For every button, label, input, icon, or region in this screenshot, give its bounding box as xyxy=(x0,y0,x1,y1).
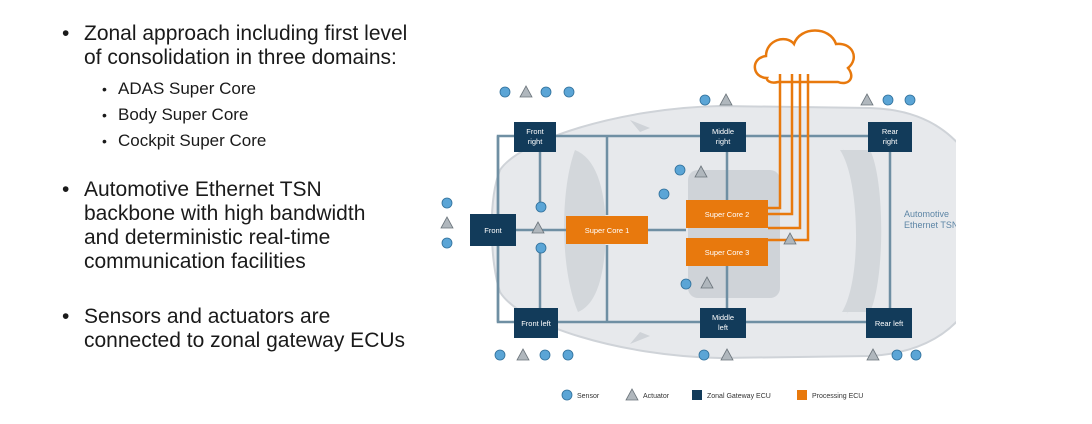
sensor-icon xyxy=(891,349,903,361)
super-core-2: Super Core 2 xyxy=(686,200,768,228)
sensor-icon xyxy=(539,349,551,361)
actuator-icon xyxy=(440,216,454,229)
legend-processing-icon xyxy=(797,390,807,400)
sensor-icon xyxy=(499,86,511,98)
sensors xyxy=(441,86,922,361)
ecu-rear-right-label-1: Rear xyxy=(882,127,899,136)
bullet-sensors-line-2: connected to zonal gateway ECUs xyxy=(84,329,406,352)
ecu-middle-right-label-2: right xyxy=(716,137,732,146)
ecu-front-left-label: Front left xyxy=(521,319,552,328)
ecu-middle-left-label-2: left xyxy=(718,323,729,332)
sensor-icon xyxy=(698,349,710,361)
sensor-icon xyxy=(535,201,547,213)
sub-bullet-cockpit: Cockpit Super Core xyxy=(102,128,460,154)
sensor-icon xyxy=(441,237,453,249)
super-core-3-label: Super Core 3 xyxy=(705,248,750,257)
legend-sensor-label: Sensor xyxy=(577,393,600,400)
backbone-label-line-2: Ethernet TSN xyxy=(904,220,956,230)
actuator-icon xyxy=(700,276,714,289)
legend-actuator-icon xyxy=(625,388,639,401)
actuator-icon xyxy=(694,165,708,178)
sub-bullet-body: Body Super Core xyxy=(102,102,460,128)
ecu-front-label: Front xyxy=(484,226,502,235)
actuator-icon xyxy=(519,85,533,98)
legend-sensor-icon xyxy=(561,389,573,401)
legend-actuator-label: Actuator xyxy=(643,393,670,400)
ecu-middle-right-label-1: Middle xyxy=(712,127,734,136)
bullet-zonal-line-1: Zonal approach including first level xyxy=(84,22,408,45)
ecu-rear-right-label-2: right xyxy=(883,137,899,146)
legend-processing-label: Processing ECU xyxy=(812,393,863,400)
actuator-icon xyxy=(531,221,545,234)
bullet-sensors-line-1: Sensors and actuators are xyxy=(84,305,331,328)
ecu-rear-left: Rear left xyxy=(866,308,912,338)
ecu-front-right: Front right xyxy=(514,122,556,152)
sensor-icon xyxy=(441,197,453,209)
ecu-middle-left: Middle left xyxy=(700,308,746,338)
sensor-icon xyxy=(699,94,711,106)
actuators xyxy=(440,85,880,361)
actuator-icon xyxy=(516,348,530,361)
super-core-1-label: Super Core 1 xyxy=(585,226,630,235)
actuator-icon xyxy=(860,93,874,106)
sensor-icon xyxy=(882,94,894,106)
ecu-rear-left-label: Rear left xyxy=(875,319,904,328)
sensor-icon xyxy=(904,94,916,106)
bullet-ethernet: Automotive Ethernet TSN backbone with hi… xyxy=(60,178,460,274)
ecu-front-right-label-1: Front xyxy=(526,127,544,136)
bullet-ethernet-line-1: Automotive Ethernet TSN xyxy=(84,178,322,201)
zonal-architecture-diagram: Front right Middle right Rear right Fron… xyxy=(440,29,956,401)
cloud-icon xyxy=(753,29,855,85)
sub-bullet-adas: ADAS Super Core xyxy=(102,76,460,102)
super-core-list: ADAS Super Core Body Super Core Cockpit … xyxy=(102,76,460,154)
bullet-ethernet-line-3: and deterministic real-time xyxy=(84,226,331,249)
bullet-list: Zonal approach including first level of … xyxy=(60,22,460,353)
ecu-front-left: Front left xyxy=(514,308,558,338)
backbone-label-line-1: Automotive xyxy=(904,209,949,219)
cloud-links xyxy=(768,74,810,242)
sensor-icon xyxy=(494,349,506,361)
actuator-icon xyxy=(866,348,880,361)
sensor-icon xyxy=(563,86,575,98)
sensor-icon xyxy=(562,349,574,361)
actuator-icon xyxy=(719,93,733,106)
sensor-icon xyxy=(535,242,547,254)
ecu-rear-right: Rear right xyxy=(868,122,912,152)
ecu-front: Front xyxy=(470,214,516,246)
sensor-icon xyxy=(674,164,686,176)
ecu-middle-right: Middle right xyxy=(700,122,746,152)
legend-zonal-icon xyxy=(692,390,702,400)
actuator-icon xyxy=(720,348,734,361)
super-core-2-label: Super Core 2 xyxy=(705,210,750,219)
bullet-zonal: Zonal approach including first level of … xyxy=(60,22,460,70)
legend: Sensor Actuator Zonal Gateway ECU Proces… xyxy=(561,388,863,401)
super-core-3: Super Core 3 xyxy=(686,238,768,266)
sensor-icon xyxy=(680,278,692,290)
super-core-1: Super Core 1 xyxy=(566,216,648,244)
actuator-icon xyxy=(783,232,797,245)
ecu-middle-left-label-1: Middle xyxy=(712,313,734,322)
sensor-icon xyxy=(540,86,552,98)
legend-zonal-label: Zonal Gateway ECU xyxy=(707,393,771,400)
bullet-ethernet-line-4: communication facilities xyxy=(84,250,306,273)
sensor-icon xyxy=(910,349,922,361)
bullet-zonal-line-2: of consolidation in three domains: xyxy=(84,46,397,69)
ecu-front-right-label-2: right xyxy=(528,137,544,146)
bullet-ethernet-line-2: backbone with high bandwidth xyxy=(84,202,366,225)
sensor-icon xyxy=(658,188,670,200)
bullet-sensors: Sensors and actuators are connected to z… xyxy=(60,305,460,353)
